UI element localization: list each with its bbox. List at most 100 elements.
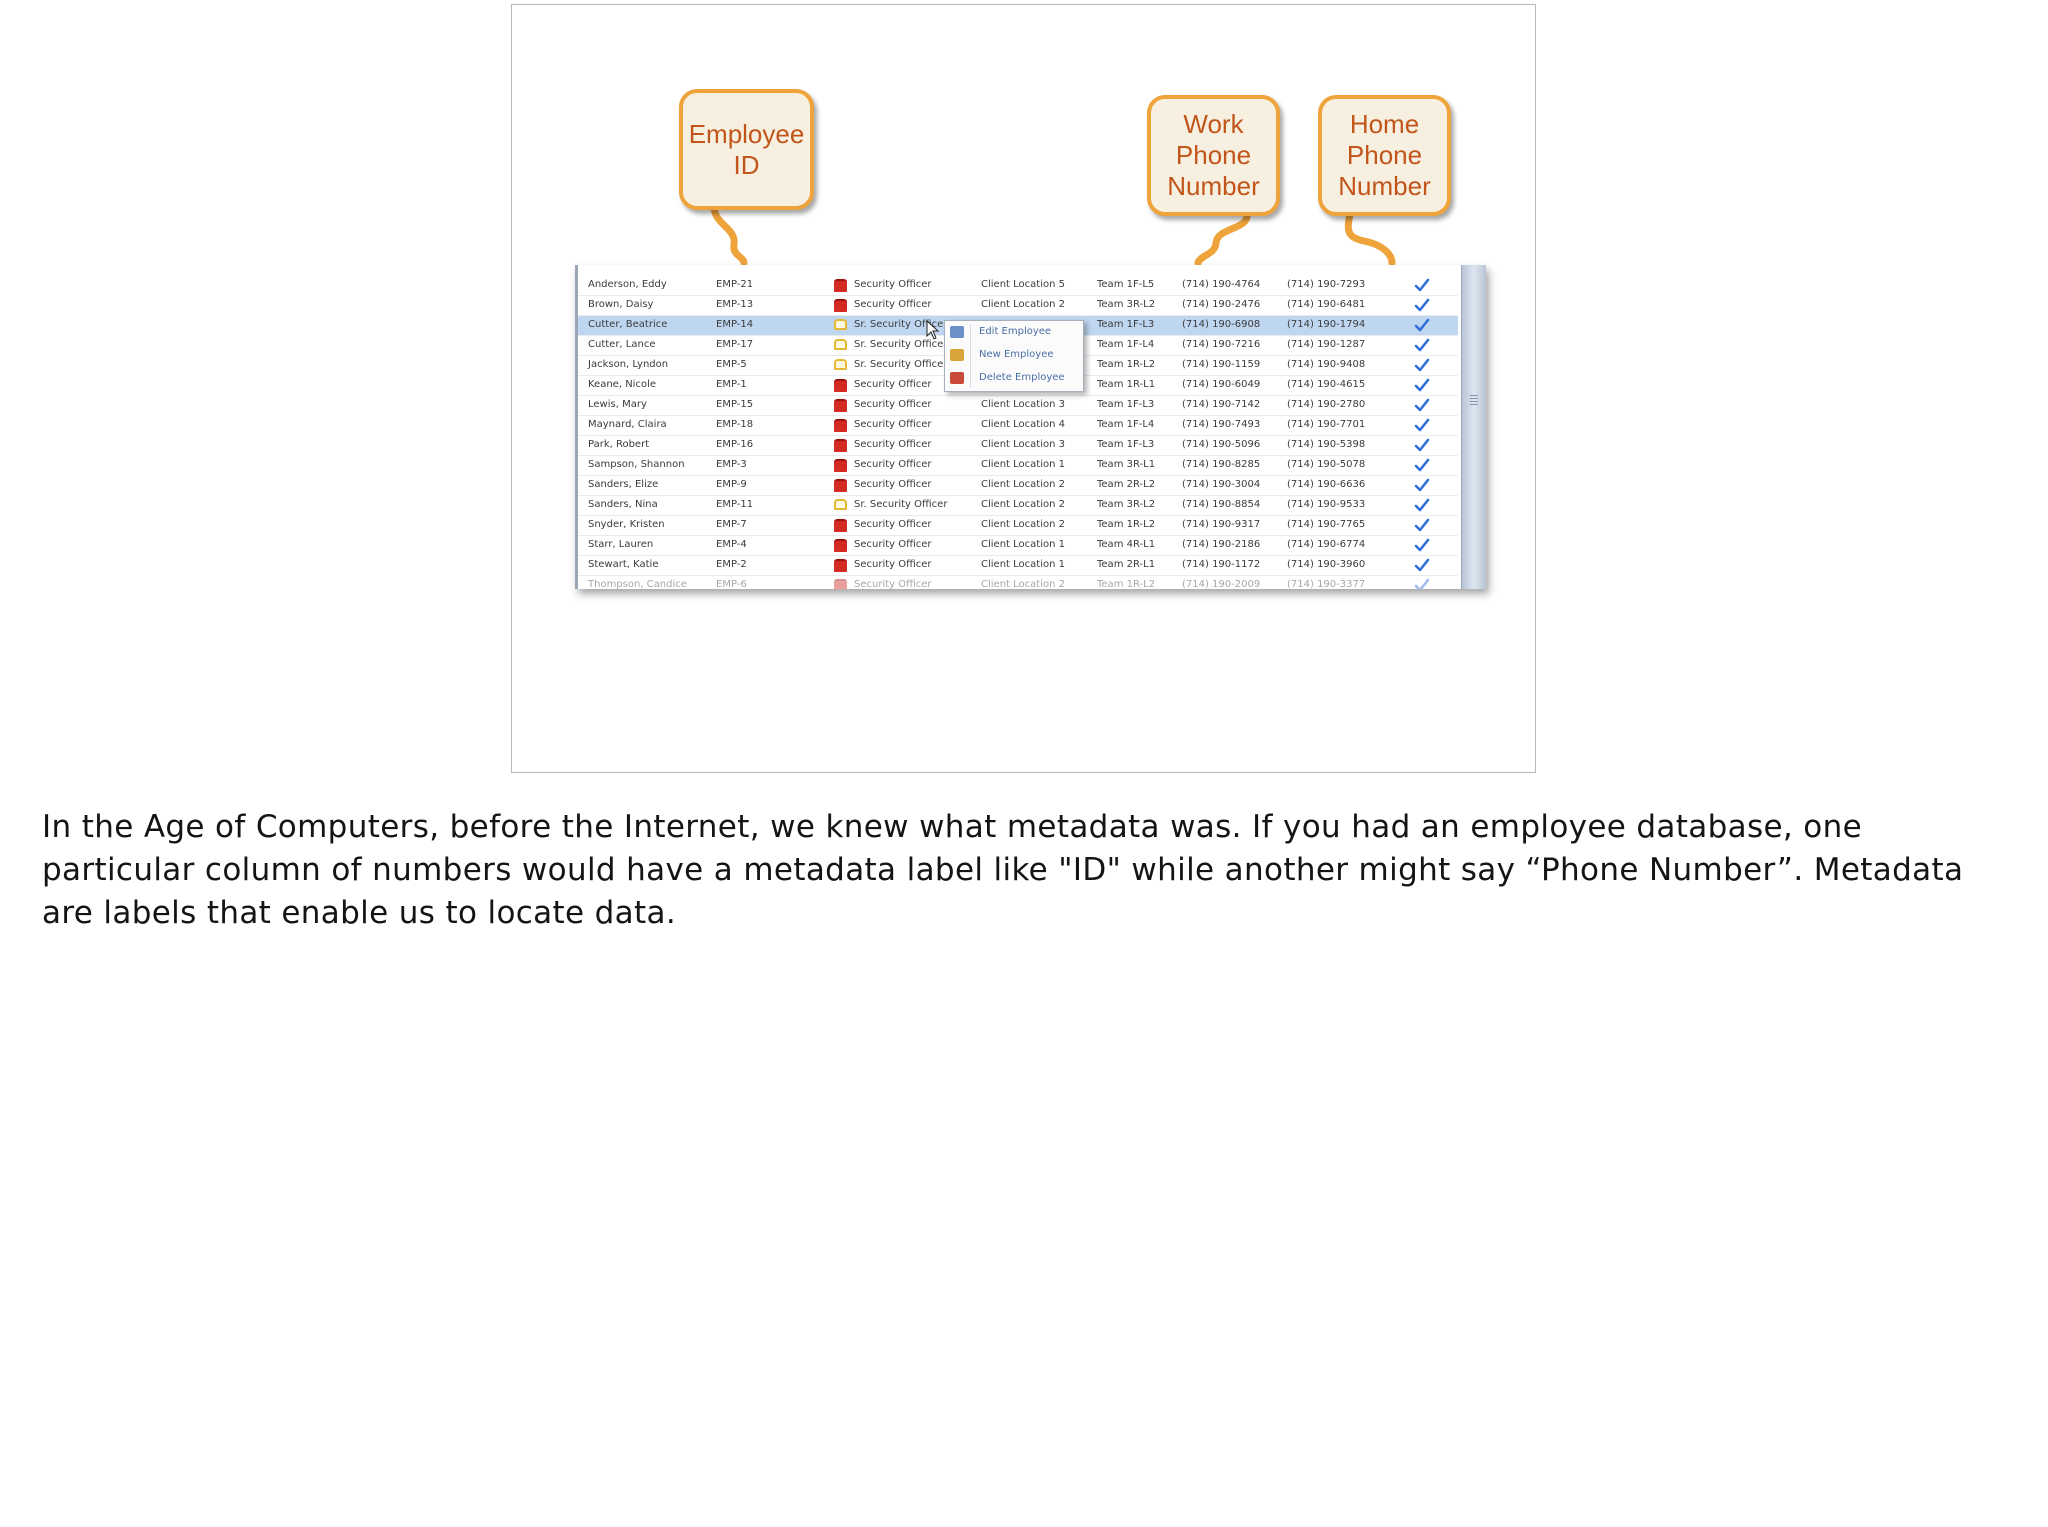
employee-name-cell: Jackson, Lyndon	[588, 359, 669, 370]
role-cell: Security Officer	[854, 459, 932, 470]
role-cell: Security Officer	[854, 559, 932, 570]
table-row[interactable]: Thompson, Candice EMP-6 Security Officer Cl…	[578, 576, 1458, 589]
employee-id-cell: EMP-3	[716, 459, 747, 470]
role-cell: Security Officer	[854, 279, 932, 290]
location-cell: Client Location 4	[981, 419, 1065, 430]
checkmark-icon[interactable]	[1414, 558, 1430, 572]
work-phone-cell: (714) 190-5096	[1182, 439, 1261, 450]
work-phone-cell: (714) 190-6908	[1182, 319, 1261, 330]
checkmark-icon[interactable]	[1414, 458, 1430, 472]
work-phone-cell: (714) 190-1159	[1182, 359, 1261, 370]
home-phone-cell: (714) 190-7765	[1287, 519, 1366, 530]
checkmark-icon[interactable]	[1414, 418, 1430, 432]
menu-item-edit-employee[interactable]: Edit Employee	[945, 321, 1083, 344]
role-cell: Sr. Security Officer	[854, 499, 948, 510]
employee-id-callout: Employee ID	[679, 89, 814, 210]
checkmark-icon[interactable]	[1414, 358, 1430, 372]
home-phone-callout-text: Home Phone Number	[1338, 109, 1431, 201]
menu-item-delete-employee[interactable]: Delete Employee	[945, 367, 1083, 390]
work-phone-cell: (714) 190-9317	[1182, 519, 1261, 530]
employee-id-cell: EMP-5	[716, 359, 747, 370]
red-bag-icon	[834, 579, 847, 589]
checkmark-icon[interactable]	[1414, 518, 1430, 532]
checkmark-icon[interactable]	[1414, 538, 1430, 552]
red-bag-icon	[834, 299, 847, 312]
team-cell: Team 3R-L2	[1097, 299, 1156, 310]
menu-item-new-employee[interactable]: New Employee	[945, 344, 1083, 367]
red-bag-icon	[834, 519, 847, 532]
red-bag-icon	[834, 459, 847, 472]
work-phone-cell: (714) 190-2186	[1182, 539, 1261, 550]
employee-name-cell: Park, Robert	[588, 439, 650, 450]
yellow-bag-icon	[834, 359, 847, 370]
employee-name-cell: Cutter, Beatrice	[588, 319, 668, 330]
role-cell: Sr. Security Officer	[854, 339, 948, 350]
checkmark-icon[interactable]	[1414, 338, 1430, 352]
checkmark-icon[interactable]	[1414, 298, 1430, 312]
slide-frame: Employee ID Work Phone Number Home Phone…	[511, 4, 1536, 773]
employee-name-cell: Lewis, Mary	[588, 399, 647, 410]
location-cell: Client Location 2	[981, 479, 1065, 490]
role-cell: Security Officer	[854, 379, 932, 390]
employee-id-cell: EMP-15	[716, 399, 754, 410]
employee-id-leader	[710, 199, 748, 267]
team-cell: Team 1F-L3	[1097, 399, 1155, 410]
home-phone-cell: (714) 190-2780	[1287, 399, 1366, 410]
checkmark-icon[interactable]	[1414, 398, 1430, 412]
checkmark-icon[interactable]	[1414, 578, 1430, 589]
home-phone-cell: (714) 190-4615	[1287, 379, 1366, 390]
menu-item-label: Delete Employee	[979, 372, 1065, 383]
role-cell: Sr. Security Officer	[854, 359, 948, 370]
scrollbar-grip-icon[interactable]	[1470, 395, 1478, 407]
employee-id-cell: EMP-11	[716, 499, 754, 510]
red-bag-icon	[834, 439, 847, 452]
role-cell: Security Officer	[854, 579, 932, 589]
checkmark-icon[interactable]	[1414, 318, 1430, 332]
employee-name-cell: Maynard, Claira	[588, 419, 667, 430]
home-phone-cell: (714) 190-7701	[1287, 419, 1366, 430]
edit-employee-icon	[950, 326, 964, 338]
employee-name-cell: Brown, Daisy	[588, 299, 654, 310]
vertical-scrollbar[interactable]	[1461, 265, 1486, 589]
home-phone-callout: Home Phone Number	[1318, 95, 1451, 216]
location-cell: Client Location 2	[981, 519, 1065, 530]
team-cell: Team 1R-L1	[1097, 379, 1156, 390]
role-cell: Security Officer	[854, 479, 932, 490]
location-cell: Client Location 2	[981, 499, 1065, 510]
red-bag-icon	[834, 539, 847, 552]
checkmark-icon[interactable]	[1414, 438, 1430, 452]
location-cell: Client Location 3	[981, 439, 1065, 450]
checkmark-icon[interactable]	[1414, 278, 1430, 292]
work-phone-callout: Work Phone Number	[1147, 95, 1280, 216]
yellow-bag-icon	[834, 319, 847, 330]
location-cell: Client Location 2	[981, 579, 1065, 589]
home-phone-cell: (714) 190-6636	[1287, 479, 1366, 490]
work-phone-cell: (714) 190-6049	[1182, 379, 1261, 390]
team-cell: Team 2R-L2	[1097, 479, 1156, 490]
location-cell: Client Location 5	[981, 279, 1065, 290]
menu-item-label: New Employee	[979, 349, 1054, 360]
red-bag-icon	[834, 559, 847, 572]
employee-name-cell: Sanders, Elize	[588, 479, 659, 490]
checkmark-icon[interactable]	[1414, 478, 1430, 492]
employee-id-cell: EMP-6	[716, 579, 747, 589]
slide-caption: In the Age of Computers, before the Inte…	[42, 809, 1964, 931]
checkmark-icon[interactable]	[1414, 498, 1430, 512]
checkmark-icon[interactable]	[1414, 378, 1430, 392]
employee-name-cell: Thompson, Candice	[588, 579, 687, 589]
employee-name-cell: Stewart, Katie	[588, 559, 659, 570]
